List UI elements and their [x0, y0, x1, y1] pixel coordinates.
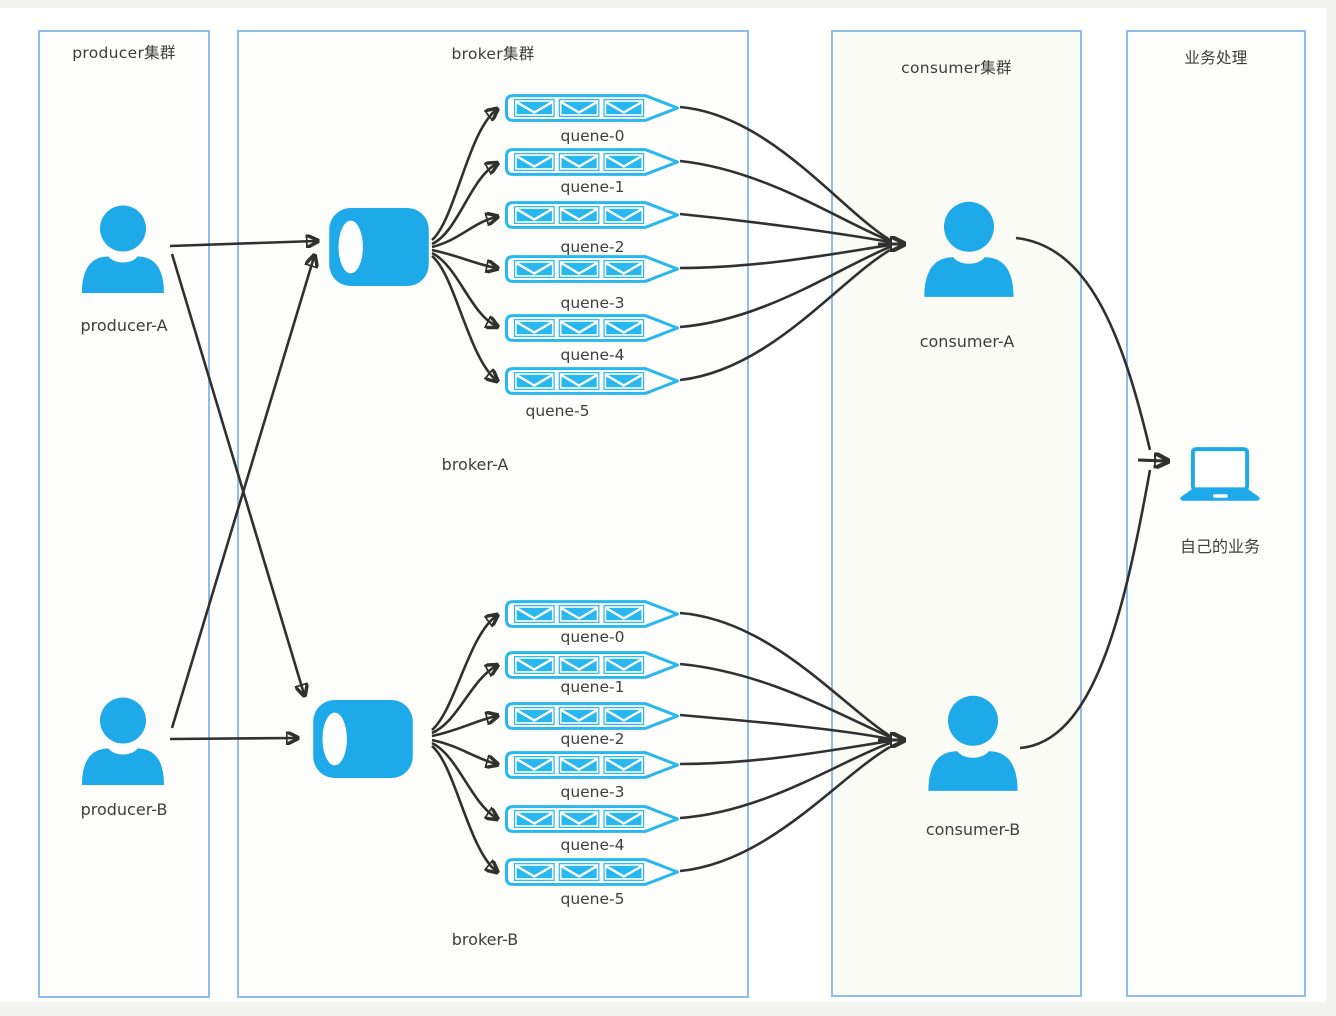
business-laptop-icon — [1178, 447, 1262, 502]
queue-label: quene-0 — [560, 628, 625, 646]
queue-icon — [505, 148, 680, 176]
queue-label: quene-5 — [525, 402, 590, 420]
broker-a-label: broker-A — [441, 455, 509, 474]
consumer-a-person-icon — [920, 198, 1018, 298]
queue-label: quene-2 — [560, 238, 625, 256]
queue-icon — [505, 201, 680, 229]
consumer-cluster-title: consumer集群 — [901, 59, 1012, 77]
producer-a-person-icon — [78, 202, 168, 294]
queue-icon — [505, 600, 680, 628]
business-panel-title: 业务处理 — [1184, 49, 1248, 67]
queue-label: quene-0 — [560, 127, 625, 145]
producer-b-label: producer-B — [80, 800, 168, 819]
queue-label: quene-2 — [560, 730, 625, 748]
producer-cluster-title: producer集群 — [72, 44, 176, 62]
consumer-cluster-panel: consumer集群 — [831, 30, 1082, 997]
queue-label: quene-3 — [560, 783, 625, 801]
queue-icon — [505, 751, 680, 779]
consumer-b-label: consumer-B — [925, 820, 1021, 839]
queue-label: quene-3 — [560, 294, 625, 312]
broker-b-cylinder-icon — [312, 699, 414, 779]
consumer-b-person-icon — [924, 692, 1022, 792]
queue-icon — [505, 858, 680, 886]
queue-icon — [505, 367, 680, 395]
queue-icon — [505, 314, 680, 342]
producer-b-person-icon — [78, 694, 168, 786]
queue-icon — [505, 94, 680, 122]
queue-label: quene-4 — [560, 346, 625, 364]
consumer-a-label: consumer-A — [919, 332, 1015, 351]
producer-a-label: producer-A — [80, 316, 168, 335]
broker-a-cylinder-icon — [328, 207, 430, 287]
queue-label: quene-4 — [560, 836, 625, 854]
queue-icon — [505, 255, 680, 283]
business-panel: 业务处理 — [1126, 30, 1306, 997]
queue-label: quene-1 — [560, 178, 625, 196]
broker-b-label: broker-B — [451, 930, 519, 949]
queue-icon — [505, 805, 680, 833]
queue-label: quene-5 — [560, 890, 625, 908]
business-label: 自己的业务 — [1179, 537, 1260, 556]
queue-label: quene-1 — [560, 678, 625, 696]
broker-cluster-title: broker集群 — [451, 45, 535, 63]
queue-icon — [505, 702, 680, 730]
queue-icon — [505, 651, 680, 679]
producer-cluster-panel: producer集群 — [38, 30, 210, 998]
